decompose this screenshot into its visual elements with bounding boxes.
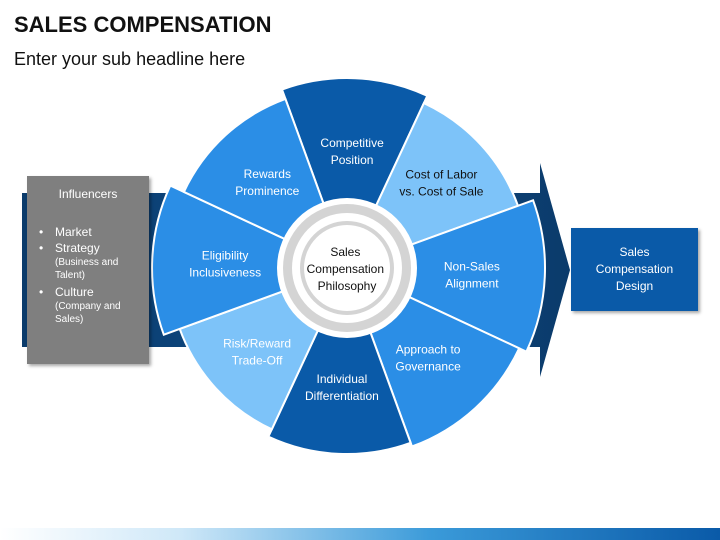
center-label-line-3: Philosophy: [318, 279, 377, 293]
wheel-segment: [267, 265, 412, 455]
segment-label-line-2: Prominence: [235, 184, 299, 198]
segment-label-line-2: Position: [331, 153, 374, 167]
bullet-icon: •: [39, 225, 44, 239]
center-hub: [277, 198, 417, 338]
influencer-label: Strategy: [55, 241, 100, 255]
center-label-line-2: Compensation: [307, 262, 384, 276]
center-label: Sales Compensation Philosophy: [307, 245, 388, 293]
influencers-list: • Market • Strategy (Business and Talent…: [39, 224, 149, 328]
influencer-label: Market: [55, 225, 92, 239]
segment-label-line-2: vs. Cost of Sale: [399, 185, 483, 199]
influencer-label: Culture: [55, 285, 94, 299]
bullet-icon: •: [39, 285, 44, 299]
segment-label-line-1: Individual: [317, 372, 368, 386]
segment-label-line-2: Alignment: [445, 277, 499, 291]
segment-label-line-1: Cost of Labor: [405, 168, 477, 182]
segment-label-line-1: Approach to: [396, 343, 461, 357]
segment-label-line-2: Inclusiveness: [189, 266, 261, 280]
influencer-detail: (Company and Sales): [55, 301, 121, 325]
influencer-item: • Market: [39, 224, 149, 240]
page-title: SALES COMPENSATION: [14, 12, 272, 37]
page-subtitle: Enter your sub headline here: [14, 49, 246, 69]
bullet-icon: •: [39, 241, 44, 255]
segment-label-line-2: Governance: [395, 360, 461, 374]
influencers-heading: Influencers: [58, 187, 118, 201]
wheel-segment: [151, 184, 350, 336]
center-label-line-1: Sales: [330, 245, 360, 259]
bottom-decor-bar: [0, 528, 720, 540]
compensation-design-box: Sales Compensation Design: [571, 228, 698, 311]
segment-label: Cost of Labor vs. Cost of Sale: [399, 168, 483, 199]
influencer-item: • Culture (Company and Sales): [39, 284, 149, 328]
segment-label-line-2: Trade-Off: [232, 353, 283, 367]
segment-label-line-2: Differentiation: [305, 389, 379, 403]
segment-label-line-1: Non-Sales: [444, 260, 500, 274]
influencer-item: • Strategy (Business and Talent): [39, 240, 149, 284]
design-label: Sales Compensation Design: [595, 245, 674, 293]
influencers-box: Influencers • Market • Strategy (Busines…: [27, 176, 149, 364]
segment-label-line-1: Rewards: [244, 167, 291, 181]
segment-label-line-1: Eligibility: [202, 249, 249, 263]
wheel-segment: [280, 77, 429, 271]
wheel-segment: [344, 199, 546, 354]
segment-label: Approach to Governance: [395, 343, 461, 374]
segment-label-line-1: Competitive: [320, 136, 384, 150]
influencer-detail: (Business and Talent): [55, 257, 119, 281]
segment-label-line-1: Risk/Reward: [223, 336, 291, 350]
